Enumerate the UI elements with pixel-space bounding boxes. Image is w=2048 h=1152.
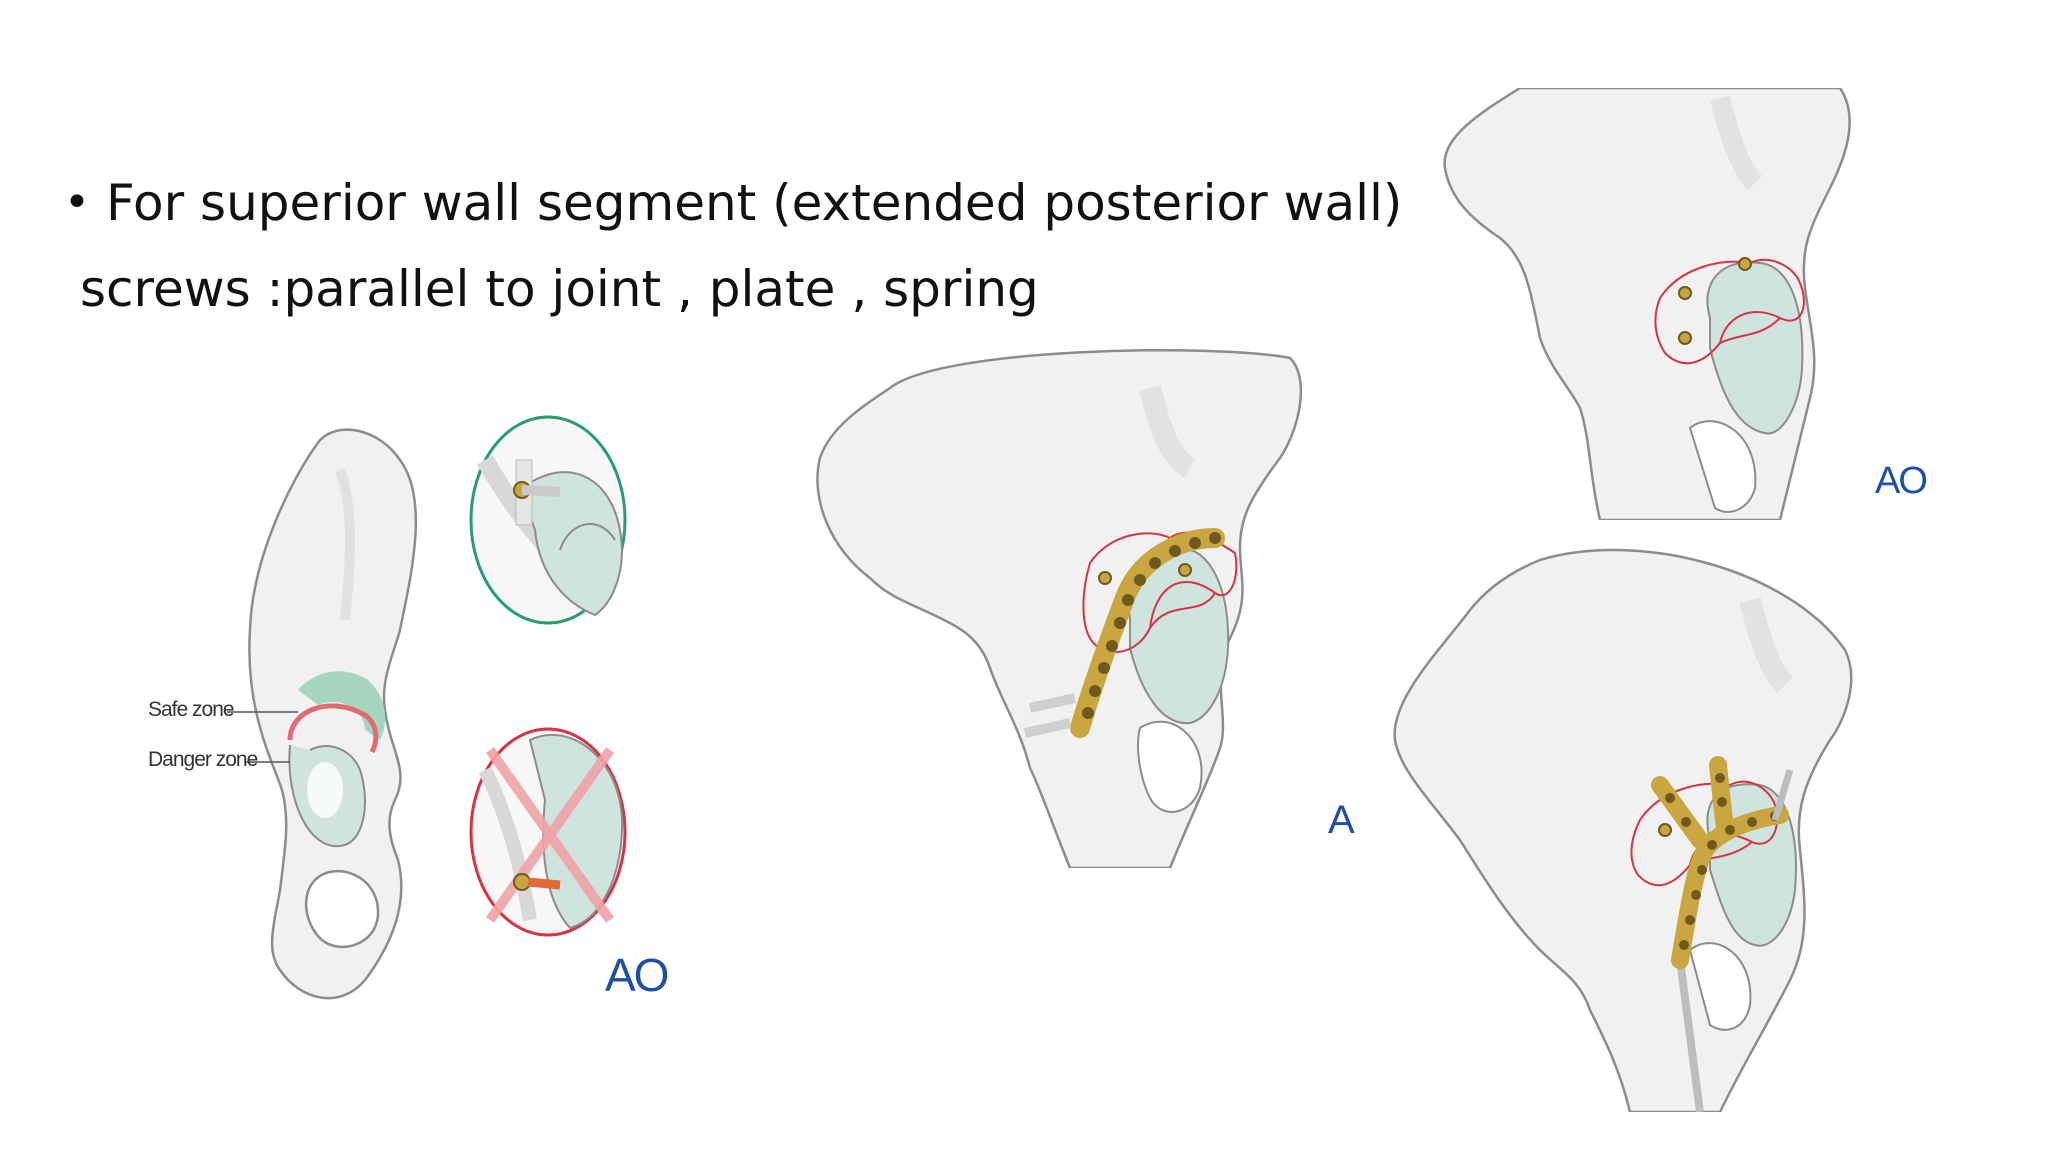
obturator-ring — [1137, 720, 1203, 813]
bullet-line-1: • For superior wall segment (extended pos… — [64, 160, 1404, 246]
safe-zone-label: Safe zone — [148, 698, 235, 721]
slide-text: • For superior wall segment (extended pos… — [64, 160, 1404, 332]
figure-bottom-right-spring-plate — [1390, 540, 1860, 1112]
safe-zone-area — [298, 671, 386, 740]
acetabulum — [1706, 261, 1804, 435]
a-logo: A — [1328, 798, 1355, 842]
pelvis-spring-plate-illustration — [1393, 548, 1853, 1112]
figure-top-right-screws — [1440, 88, 1860, 520]
ao-logo-top-right: AO — [1875, 460, 1928, 502]
bullet-text-2: screws :parallel to joint , plate , spri… — [80, 260, 1039, 318]
screw-head — [513, 873, 531, 891]
ao-logo: AO — [605, 949, 669, 1001]
bullet-text-1: For superior wall segment (extended post… — [106, 174, 1403, 232]
danger-zone-label: Danger zone — [148, 748, 258, 771]
plate-holes — [1082, 532, 1221, 719]
obturator-foramen — [304, 869, 380, 949]
inset-danger-circle — [469, 727, 627, 937]
inset-safe-circle — [469, 415, 627, 625]
figure-left-safe-zone: Safe zone Danger zone AO — [140, 380, 680, 1030]
pelvis-bone-shape — [248, 428, 417, 1000]
danger-zone-arc — [287, 703, 379, 754]
figure-middle-plate — [810, 348, 1370, 868]
pelvis-zone-illustration — [227, 415, 627, 1000]
pelvis-screws-illustration — [1443, 88, 1851, 520]
plate-holes — [1665, 773, 1780, 950]
pelvis-bone-shape — [816, 348, 1303, 868]
pelvis-plate-illustration — [816, 348, 1303, 868]
spring-plate — [1651, 776, 1709, 849]
bullet-icon: • — [64, 177, 90, 228]
